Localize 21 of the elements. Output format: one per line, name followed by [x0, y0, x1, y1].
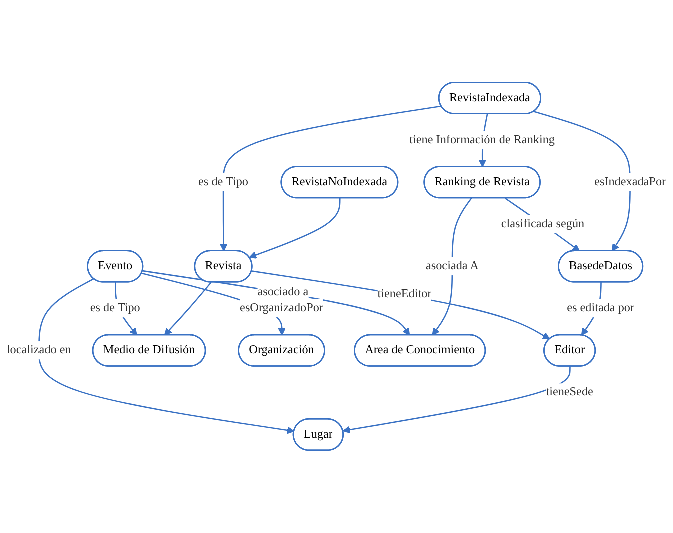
edge-label: esOrganizadoPor [240, 302, 324, 316]
edge-label: asociada A [426, 260, 479, 274]
arrow [164, 282, 212, 336]
edge-label: tieneSede [546, 386, 594, 400]
arrow [534, 111, 631, 252]
arrow [38, 278, 295, 434]
edge-label: tieneEditor [378, 288, 432, 302]
arrow [142, 272, 286, 336]
edge-label: esIndexadaPor [594, 176, 666, 189]
arrow [142, 270, 410, 336]
edge-label: es de Tipo [198, 176, 248, 189]
arrow [342, 366, 571, 434]
arrow [220, 106, 442, 252]
edge-label: es editada por [567, 302, 635, 316]
edge-label: es de Tipo [90, 302, 140, 316]
edge-label: asociado a [258, 286, 309, 299]
edge-label: clasificada según [501, 218, 585, 231]
edge-label: tiene Información de Ranking [410, 134, 555, 147]
edge-label: localizado en [6, 344, 72, 358]
arrow [252, 270, 550, 340]
arrow [249, 198, 341, 259]
